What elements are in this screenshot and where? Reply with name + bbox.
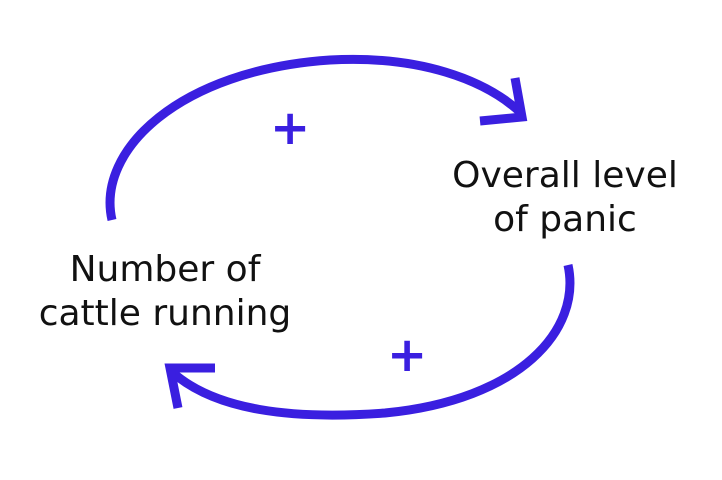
node-cattle-line-1: Number of (69, 249, 261, 290)
arrow-panic-to-cattle-curve (169, 264, 575, 420)
arrow-panic-to-cattle-head (164, 363, 215, 409)
node-cattle-line-2: cattle running (38, 293, 292, 334)
node-panic-line-1: Overall level (452, 155, 678, 196)
polarity-sign-bottom: + (387, 327, 428, 383)
arrow-panic-to-cattle (164, 264, 575, 420)
arrow-cattle-to-panic-curve (105, 54, 524, 221)
node-number-of-cattle-running: Number of cattle running (10, 248, 320, 336)
node-panic-line-2: of panic (493, 199, 637, 240)
polarity-sign-top: + (270, 100, 311, 156)
arrow-cattle-to-panic-head (479, 77, 528, 126)
node-overall-level-of-panic: Overall level of panic (435, 154, 695, 242)
arrow-cattle-to-panic (105, 54, 528, 221)
